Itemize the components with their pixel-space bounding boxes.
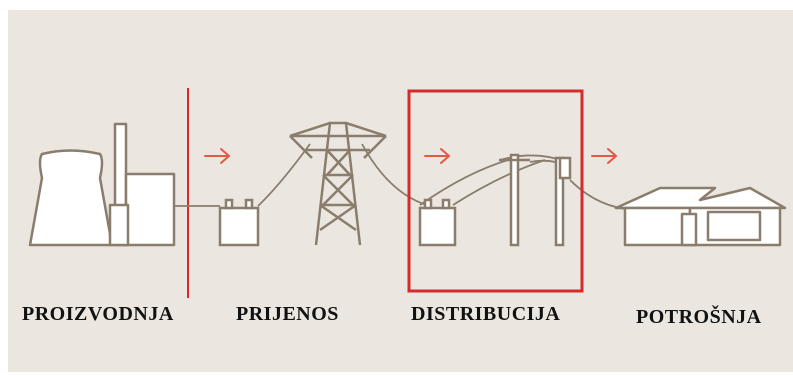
transformer-icon — [418, 198, 457, 247]
arrow-right-icon — [204, 148, 231, 164]
stage-label-transmission: PRIJENOS — [236, 303, 339, 325]
stage-label-distribution: DISTRIBUCIJA — [411, 303, 561, 325]
house-icon — [614, 186, 787, 247]
power-plant-icon — [28, 122, 176, 247]
arrow-right-icon — [424, 148, 451, 164]
utility-pole-icon — [499, 153, 572, 247]
transformer-icon — [218, 198, 260, 247]
distribution-highlight-box — [407, 89, 584, 293]
stage-label-consumption: POTROŠNJA — [636, 306, 762, 328]
stage-label-generation: PROIZVODNJA — [22, 303, 174, 325]
transmission-tower-icon — [289, 121, 387, 246]
arrow-right-icon — [591, 148, 618, 164]
